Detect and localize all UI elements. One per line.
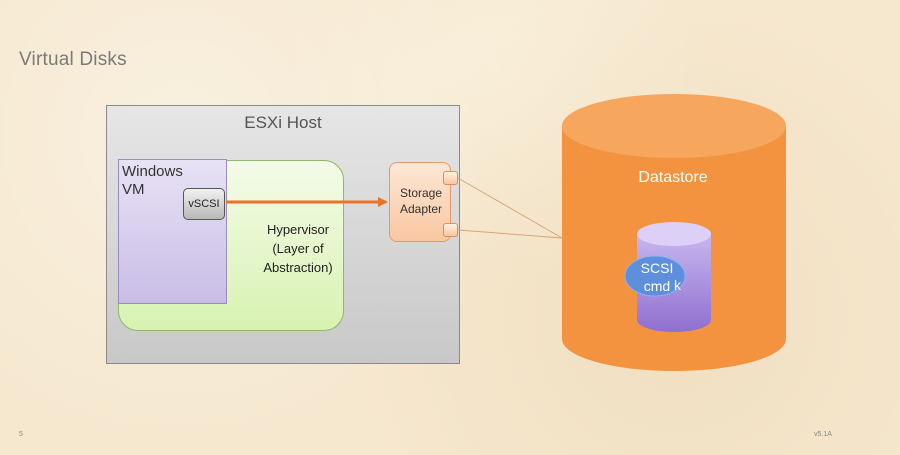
connector-line-bottom [457, 229, 563, 239]
scsi-cmd-line1: SCSI [640, 260, 674, 276]
adapter-port-top [443, 171, 458, 185]
slide-title: Virtual Disks [19, 49, 127, 70]
vscsi-label: vSCSI [188, 198, 220, 210]
esxi-host-label: ESXi Host [244, 113, 322, 132]
hypervisor-label: Hypervisor (Layer of Abstraction) [240, 220, 356, 277]
storage-adapter-label-line1: Storage [399, 186, 443, 200]
virtual-disk-partial-label: k [674, 277, 681, 293]
slide-version: v5.1A [814, 431, 832, 438]
windows-vm-label-line2: VM [122, 181, 145, 198]
connector-line-top [457, 177, 563, 239]
storage-adapter-box [389, 162, 451, 242]
vscsi-controller-box: vSCSI [183, 188, 225, 220]
hypervisor-label-line1: Hypervisor [266, 222, 330, 237]
adapter-port-bottom [443, 223, 458, 237]
datastore-cylinder-top [562, 94, 786, 158]
hypervisor-label-line3: Abstraction) [263, 260, 333, 275]
scsi-cmd-label: SCSI cmd [627, 259, 687, 295]
scsi-cmd-line2: cmd [643, 278, 671, 294]
windows-vm-label-line1: Windows [122, 163, 183, 180]
hypervisor-label-line2: (Layer of [272, 241, 324, 256]
scsi-cmd-bubble [624, 255, 686, 297]
windows-vm-label: Windows VM [122, 163, 183, 199]
slide-page-number: 5 [19, 431, 23, 438]
storage-adapter-label-line2: Adapter [399, 202, 443, 216]
datastore-label: Datastore [638, 169, 708, 186]
storage-adapter-label: Storage Adapter [389, 185, 453, 217]
windows-vm-box [118, 159, 227, 304]
virtual-disk-top [637, 222, 711, 246]
